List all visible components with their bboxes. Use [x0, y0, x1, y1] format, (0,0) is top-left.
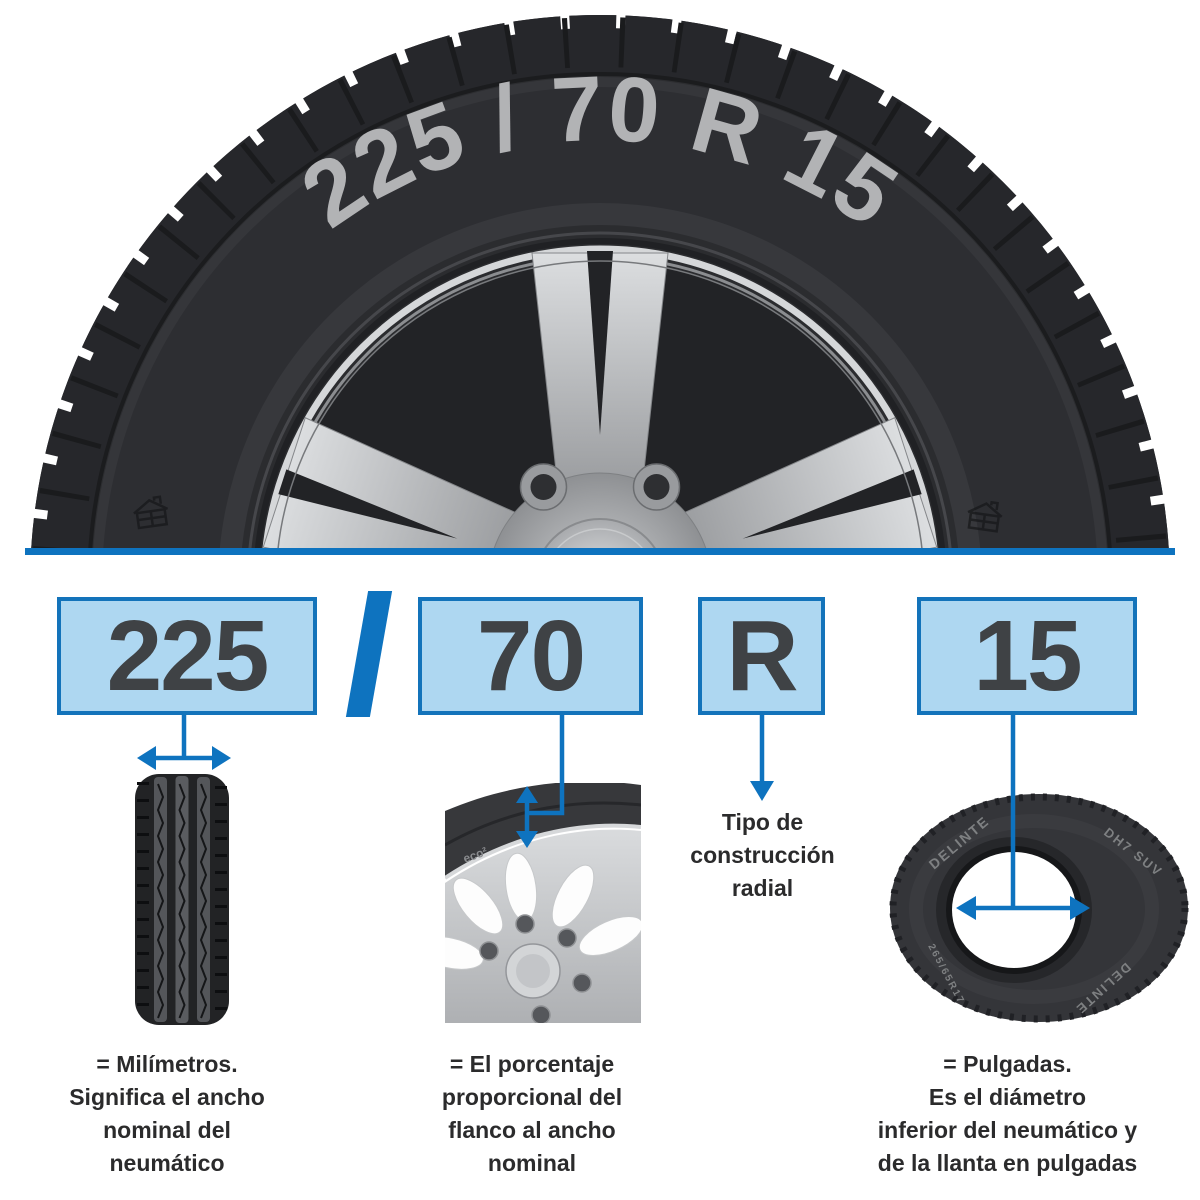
tire-sidewall-photo: 225 / 70 R 15 [24, 8, 1176, 552]
caption-width: = Milímetros. Significa el ancho nominal… [69, 1051, 265, 1176]
wheel-sidewall-closeup-image: eco² [445, 783, 641, 1023]
divider-line [25, 548, 1175, 555]
radial-construction-arrow-icon [750, 715, 774, 801]
caption-aspect-ratio: = El porcentaje proporcional del flanco … [441, 1051, 623, 1176]
size-box-construction: R [698, 597, 825, 715]
center-cap [541, 518, 659, 552]
size-box-width: 225 [57, 597, 317, 715]
alloy-wheel [262, 251, 938, 552]
lug-holes [519, 463, 681, 511]
diameter-value: 15 [973, 600, 1082, 712]
tire-tread-front-view-image [135, 774, 229, 1025]
size-box-diameter: 15 [917, 597, 1137, 715]
tire-face-view-image: DELINTE DH7 SUV 265/65R17 DELINTE [889, 793, 1189, 1023]
construction-value: R [726, 600, 798, 712]
sidewall-house-mark-left [133, 495, 169, 530]
width-measure-arrow-icon [137, 715, 231, 770]
size-box-aspect-ratio: 70 [418, 597, 643, 715]
aspect-value: 70 [476, 600, 586, 712]
separator-slash: / [345, 591, 393, 717]
caption-diameter: = Pulgadas. Es el diámetro inferior del … [877, 1051, 1138, 1176]
sidewall-house-mark-right [967, 500, 1003, 533]
caption-construction: Tipo de construcción radial [690, 809, 835, 901]
width-value: 225 [106, 600, 270, 712]
